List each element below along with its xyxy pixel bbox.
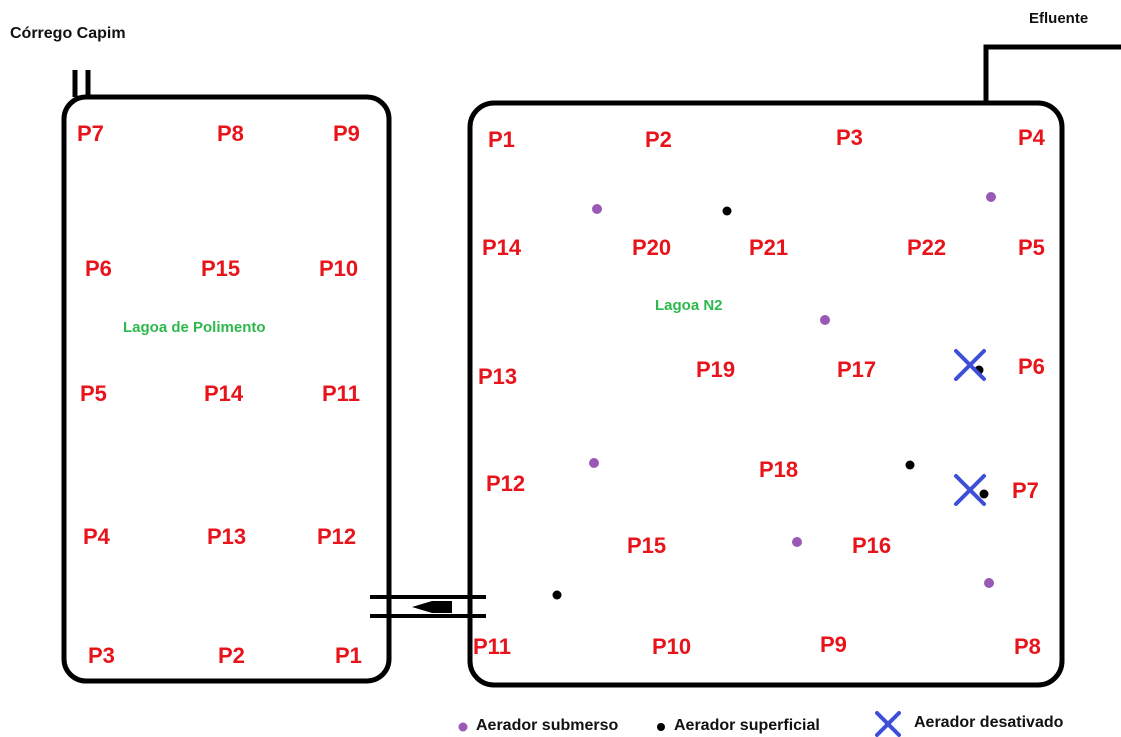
n2-point-p11: P11 <box>473 634 511 659</box>
polishing-pond-label: Lagoa de Polimento <box>123 319 266 336</box>
submerged-aerator <box>792 537 802 547</box>
n2-point-p5: P5 <box>1018 235 1045 260</box>
submerged-aerator <box>986 192 996 202</box>
n2-point-p8: P8 <box>1014 634 1041 659</box>
surface-aerator <box>722 206 732 216</box>
polishing-point-p12: P12 <box>317 524 357 549</box>
n2-point-p12: P12 <box>486 471 526 496</box>
surface-aerator <box>905 460 915 470</box>
polishing-point-p5: P5 <box>80 381 107 406</box>
n2-point-p2: P2 <box>645 127 672 152</box>
legend-disabled-label: Aerador desativado <box>914 714 1064 731</box>
polishing-point-p4: P4 <box>83 524 110 549</box>
submerged-aerator <box>984 578 994 588</box>
n2-point-p19: P19 <box>696 357 736 382</box>
polishing-point-p13: P13 <box>207 524 247 549</box>
surface-aerator <box>552 590 562 600</box>
polishing-point-p8: P8 <box>217 121 244 146</box>
polishing-pond-outline <box>61 94 392 684</box>
polishing-point-p7: P7 <box>77 121 104 146</box>
n2-point-p13: P13 <box>478 364 518 389</box>
n2-point-p4: P4 <box>1018 125 1045 150</box>
disabled-aerator-mark <box>954 349 986 381</box>
n2-point-p21: P21 <box>749 235 789 260</box>
n2-point-p16: P16 <box>852 533 892 558</box>
n2-point-p20: P20 <box>632 235 672 260</box>
n2-point-p14: P14 <box>482 235 522 260</box>
n2-pond-label: Lagoa N2 <box>655 297 723 314</box>
n2-point-p17: P17 <box>837 357 877 382</box>
effluent-label: Efluente <box>1029 10 1089 27</box>
legend-disabled-mark <box>875 711 901 737</box>
n2-point-p10: P10 <box>652 634 692 659</box>
n2-point-p22: P22 <box>907 235 947 260</box>
n2-point-p7: P7 <box>1012 478 1039 503</box>
polishing-point-p14: P14 <box>204 381 244 406</box>
polishing-point-p10: P10 <box>319 256 359 281</box>
polishing-point-p1: P1 <box>335 643 362 668</box>
polishing-point-p11: P11 <box>322 381 360 406</box>
n2-point-p18: P18 <box>759 457 799 482</box>
polishing-point-p6: P6 <box>85 256 112 281</box>
legend-submerged-dot <box>458 722 468 732</box>
legend-submerged-label: Aerador submerso <box>476 717 619 734</box>
disabled-aerator-mark <box>954 474 986 506</box>
effluent-pipe <box>983 44 1121 103</box>
n2-point-p1: P1 <box>488 127 515 152</box>
submerged-aerator <box>589 458 599 468</box>
n2-point-p6: P6 <box>1018 354 1045 379</box>
surface-aerator <box>979 489 989 499</box>
polishing-point-p2: P2 <box>218 643 245 668</box>
flow-arrow <box>412 601 452 613</box>
legend-surface-label: Aerador superficial <box>674 717 820 734</box>
polishing-point-p3: P3 <box>88 643 115 668</box>
submerged-aerator <box>592 204 602 214</box>
n2-point-p9: P9 <box>820 632 847 657</box>
polishing-point-p9: P9 <box>333 121 360 146</box>
source-label: Córrego Capim <box>10 25 126 42</box>
legend-surface-dot <box>657 723 665 731</box>
n2-point-p15: P15 <box>627 533 667 558</box>
polishing-point-p15: P15 <box>201 256 241 281</box>
n2-pond-outline <box>467 100 1065 688</box>
submerged-aerator <box>820 315 830 325</box>
n2-point-p3: P3 <box>836 125 863 150</box>
